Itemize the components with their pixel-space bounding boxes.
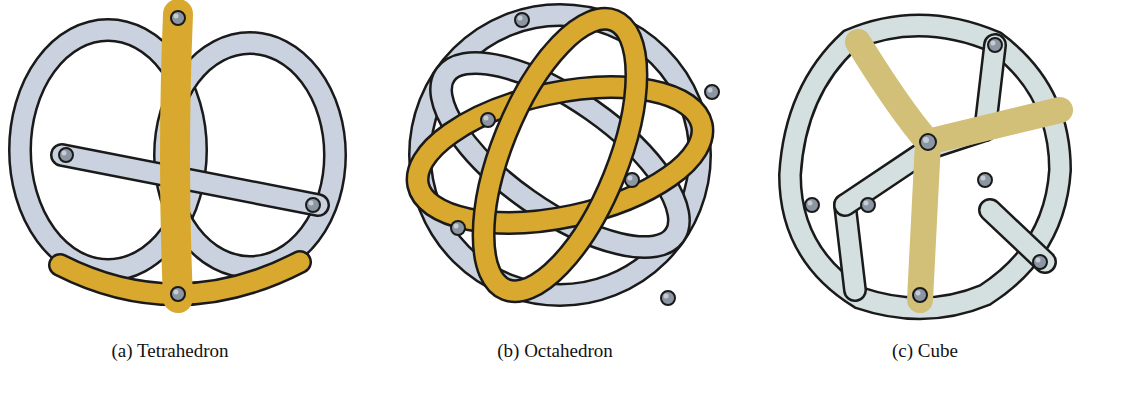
figure-caption: (b) Octahedron (405, 340, 705, 362)
octahedron-model (405, 0, 719, 311)
tetrahedron-model (20, 11, 335, 301)
figure-caption: (c) Cube (775, 340, 1075, 362)
figure-caption: (a) Tetrahedron (20, 340, 320, 362)
cube-model (790, 25, 1060, 308)
